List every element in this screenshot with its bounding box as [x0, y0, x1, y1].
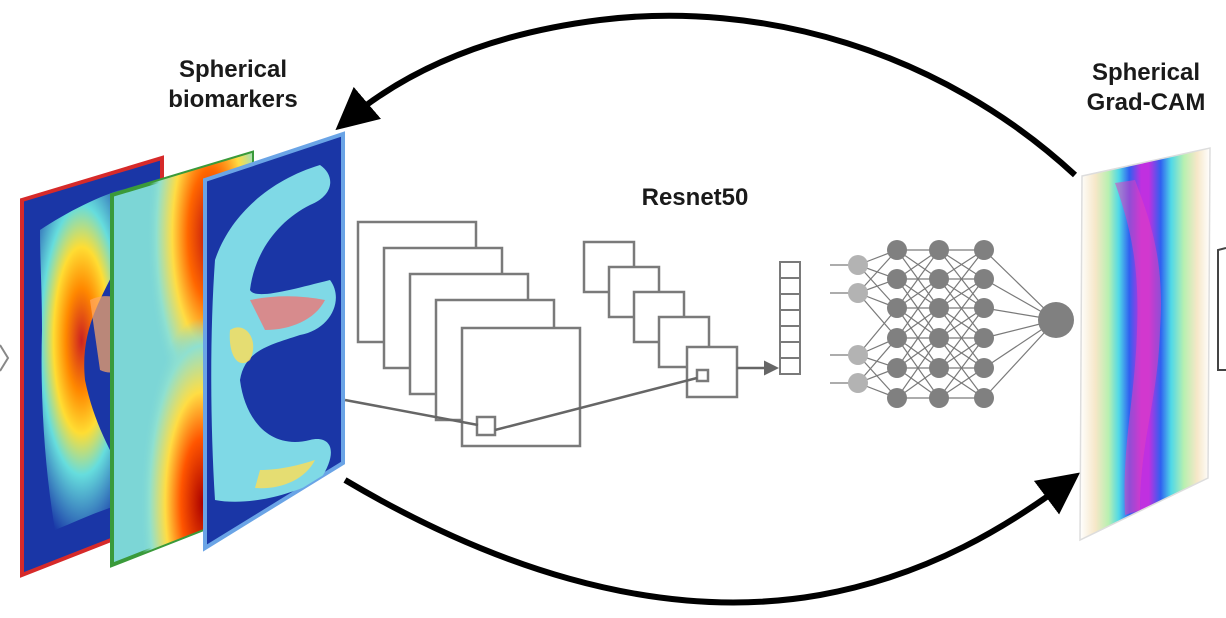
- neuron: [887, 269, 907, 289]
- neuron: [887, 388, 907, 408]
- network-edge: [938, 307, 985, 369]
- flatten-vector: [779, 261, 801, 375]
- network-label: Resnet50: [641, 184, 749, 211]
- neuron: [848, 345, 868, 365]
- network-edge: [938, 337, 985, 399]
- neuron: [929, 328, 949, 348]
- biomarkers-label-line2: biomarkers: [168, 86, 298, 113]
- feedback-arrow: [335, 12, 1078, 178]
- fully-connected-network: [830, 240, 1074, 408]
- biomarker-map-3: [203, 131, 345, 552]
- neuron: [974, 328, 994, 348]
- right-edge-box-fragment: [1217, 247, 1226, 371]
- network-edge: [938, 278, 985, 339]
- neuron: [848, 283, 868, 303]
- biomarkers-label: Spherical biomarkers: [138, 55, 328, 115]
- conv-stack-large: [356, 220, 582, 448]
- output-neuron: [1038, 302, 1074, 338]
- conv-stack-small: [582, 240, 739, 399]
- neuron: [887, 240, 907, 260]
- left-edge-arrow-icon: [0, 344, 10, 372]
- neuron: [887, 328, 907, 348]
- network-edge: [896, 337, 940, 399]
- neuron: [974, 388, 994, 408]
- network-edge: [896, 307, 940, 369]
- neuron: [887, 358, 907, 378]
- network-edge: [938, 249, 985, 309]
- gradcam-label-line1: Spherical: [1091, 59, 1201, 86]
- neuron: [974, 298, 994, 318]
- neuron: [974, 240, 994, 260]
- gradcam-map: [1079, 147, 1211, 542]
- neuron: [929, 358, 949, 378]
- network-edge: [896, 249, 940, 309]
- neuron: [848, 373, 868, 393]
- biomarkers-label-line1: Spherical: [178, 56, 288, 83]
- network-edge: [896, 278, 940, 339]
- neuron: [974, 269, 994, 289]
- neuron: [929, 298, 949, 318]
- network-edge: [857, 307, 898, 356]
- neuron: [887, 298, 907, 318]
- neuron: [974, 358, 994, 378]
- neuron: [848, 255, 868, 275]
- feature-connectors: [344, 360, 779, 432]
- neuron: [929, 269, 949, 289]
- input-arrow: [343, 472, 1081, 606]
- neuron: [929, 388, 949, 408]
- gradcam-label-line2: Grad-CAM: [1086, 89, 1206, 116]
- gradcam-label: Spherical Grad-CAM: [1066, 58, 1226, 118]
- neuron: [929, 240, 949, 260]
